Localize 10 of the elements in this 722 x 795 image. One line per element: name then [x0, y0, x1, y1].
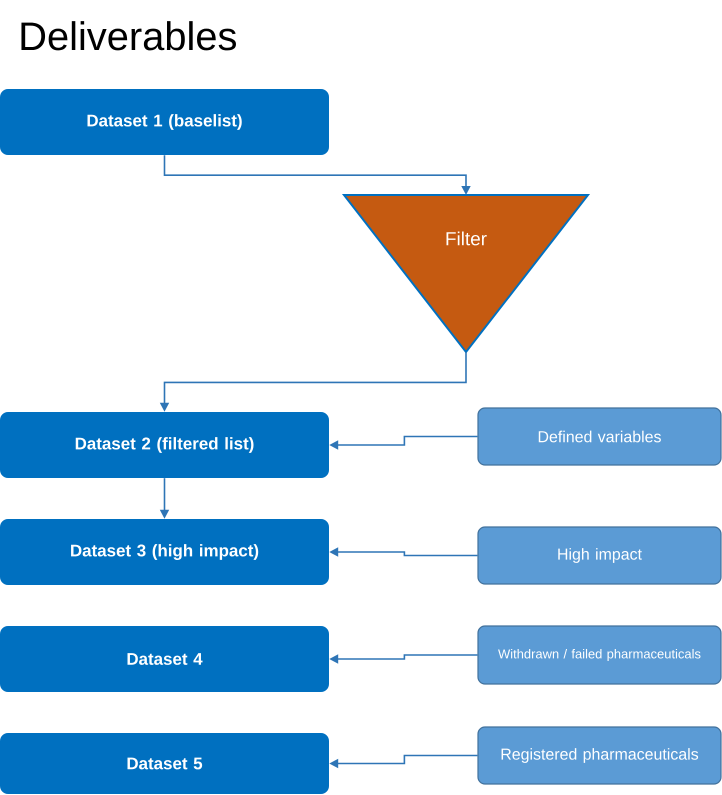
input-box: Withdrawn / failed pharmaceuticals [477, 625, 722, 685]
dataset-box: Dataset 5 [0, 733, 329, 794]
dataset-box: Dataset 2 (filtered list) [0, 412, 329, 478]
input-box: Defined variables [477, 407, 722, 466]
input-box: Registered pharmaceuticals [477, 726, 722, 785]
dataset-box: Dataset 1 (baselist) [0, 89, 329, 155]
title: Deliverables [21, 21, 236, 50]
dataset-box: Dataset 4 [0, 626, 329, 692]
input-box: High impact [477, 526, 722, 585]
dataset-box: Dataset 3 (high impact) [0, 519, 329, 585]
